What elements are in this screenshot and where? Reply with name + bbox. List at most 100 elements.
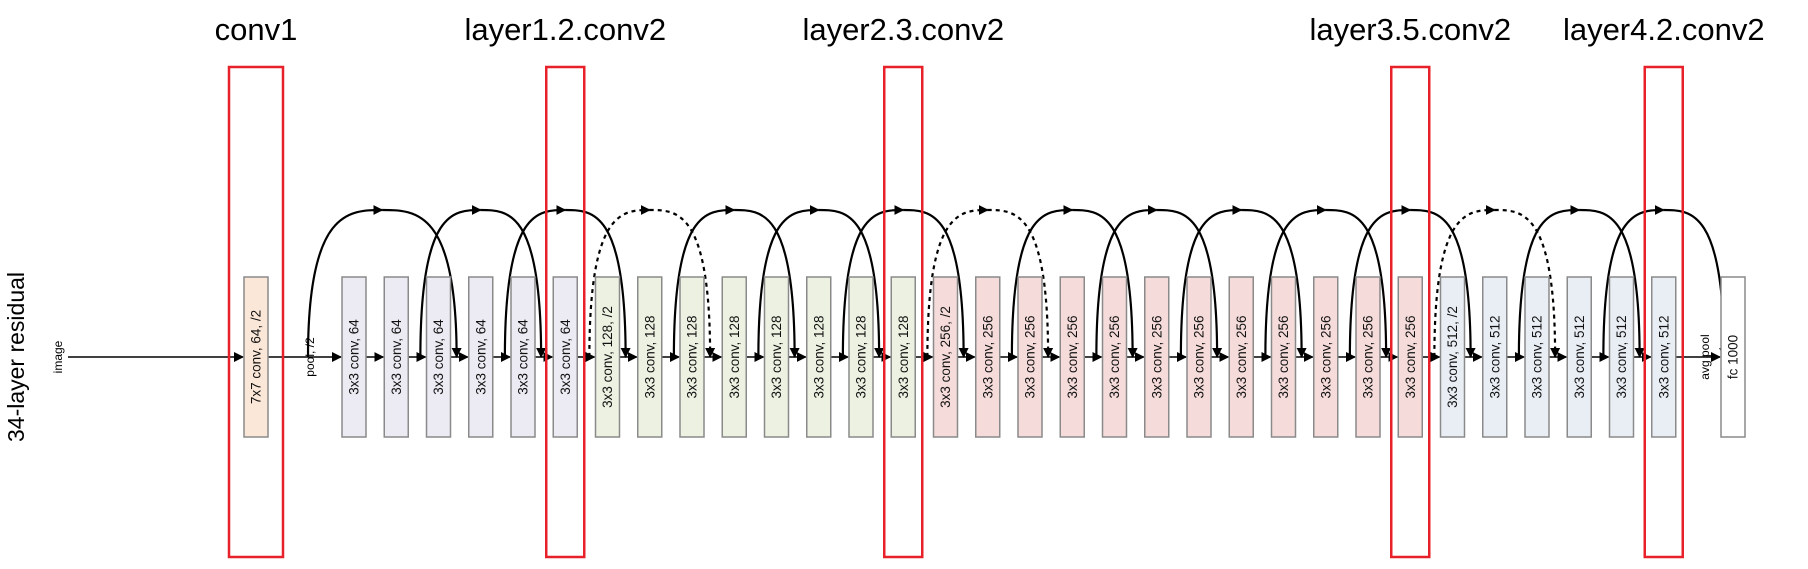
layer-block-label: 3x3 conv, 512 [1530,315,1545,398]
layer-block [721,276,747,438]
layer-block [1270,276,1297,438]
layer-block-label: 3x3 conv, 256 [1361,315,1376,398]
skip-arc [1494,208,1561,358]
layer-block-label: 3x3 conv, 256 [1065,315,1080,398]
layer-block-label: 3x3 conv, 512 [1656,315,1671,398]
highlight-title: layer2.3.conv2 [802,12,1004,47]
layer-block [1101,276,1128,438]
skip-arc [818,208,885,358]
skip-arc [1264,205,1327,358]
skip-arc [480,208,547,358]
layer-block-label: 3x3 conv, 256 [1023,315,1038,398]
skip-arc [757,205,820,358]
layer-block [763,276,790,438]
layer-block [1566,276,1592,438]
layer-block [806,276,832,438]
layer-block [975,276,1001,438]
highlight-box [545,65,586,559]
layer-block-label: 3x3 conv, 128 [727,315,742,398]
skip-arc [1579,208,1645,358]
skip-arc [1517,205,1581,358]
layer-block-label: 3x3 conv, 512 [1614,315,1629,398]
layer-block-label: 3x3 conv, 64 [389,319,404,395]
skip-arc [1433,205,1496,358]
layer-block-label: 3x3 conv, 128 [854,315,869,398]
skip-arc [565,208,631,358]
layer-block [594,276,621,438]
layer-block [383,276,409,438]
layer-block-label: 3x3 conv, 64 [347,319,362,395]
layer-block [890,276,916,438]
highlight-title: layer4.2.conv2 [1563,12,1765,47]
skip-arc [649,208,716,358]
highlight-box [883,65,924,559]
layer-block-label: 3x3 conv, 64 [516,319,531,395]
highlight-title: conv1 [215,12,298,47]
layer-block-label: 3x3 conv, 256 [1107,315,1122,398]
layer-block-label: 3x3 conv, 512 [1572,315,1587,398]
skip-arc [1179,205,1243,358]
skip-arc [734,208,800,358]
layer-block [552,276,578,438]
skip-arc [926,205,989,358]
skip-arc [987,208,1054,358]
layer-block-label: 3x3 conv, 64 [558,319,573,395]
layer-block [1017,276,1043,438]
skip-arc [306,205,384,358]
highlight-box [227,65,285,559]
layer-block [1313,276,1339,438]
layer-block [679,276,705,438]
layer-block [1144,276,1170,438]
layer-block-label: 3x3 conv, 256 [1149,315,1164,398]
layer-block-label: 3x3 conv, 256 [1318,315,1333,398]
skip-arc [503,205,567,358]
highlight-box [1390,65,1431,559]
pool-label: pool, /2 [303,337,317,377]
skip-arc [1602,205,1665,358]
layer-block-label: 3x3 conv, 128 [896,315,911,398]
skip-arc [1241,208,1307,358]
fc-block [1720,276,1746,438]
skip-arc [382,208,462,358]
layer-block [425,276,452,438]
skip-arc [672,205,736,358]
layer-block-label: 3x3 conv, 256, /2 [938,306,953,408]
skip-arc [1156,208,1223,358]
layer-block-label: 3x3 conv, 256 [980,315,995,398]
highlight-title: layer3.5.conv2 [1309,12,1511,47]
layer-block-label: 3x3 conv, 128, /2 [600,306,615,408]
layer-block-label: 3x3 conv, 256 [1276,315,1291,398]
layer-block [1228,276,1254,438]
layer-block [468,276,494,438]
skip-arc [1072,208,1138,358]
layer-block-label: 3x3 conv, 256 [1403,315,1418,398]
highlight-title: layer1.2.conv2 [464,12,666,47]
skip-arc [1348,205,1412,358]
fc-block-label: fc 1000 [1726,335,1741,379]
skip-connections [306,205,1730,358]
layer-block [1608,276,1635,438]
side-label: 34-layer residual [3,272,29,442]
layer-block [341,276,367,438]
layer-block [1482,276,1508,438]
layer-block-label: 3x3 conv, 512 [1487,315,1502,398]
layer-block-label: 7x7 conv, 64, /2 [249,310,264,404]
layer-block [1355,276,1381,438]
layer-block-label: 3x3 conv, 128 [642,315,657,398]
layer-block-label: 3x3 conv, 512, /2 [1445,306,1460,408]
highlight-boxes: conv1 layer1.2.conv2 layer2.3.conv2 layer3.… [215,12,1765,559]
layer-block-label: 3x3 conv, 128 [685,315,700,398]
input-label: image [51,340,65,373]
layer-block-label: 3x3 conv, 128 [811,315,826,398]
layer-block [1651,276,1677,438]
layer-block [510,276,536,438]
layer-block-label: 3x3 conv, 256 [1192,315,1207,398]
skip-arc [1010,205,1074,358]
layer-blocks: 7x7 conv, 64, /2 3x3 conv, 64 3x3 conv, 64… [243,276,1746,438]
skip-arc [841,205,905,358]
layer-block [1186,276,1212,438]
layer-block [1397,276,1423,438]
skip-arc [903,208,969,358]
layer-block-label: 3x3 conv, 64 [431,319,446,395]
